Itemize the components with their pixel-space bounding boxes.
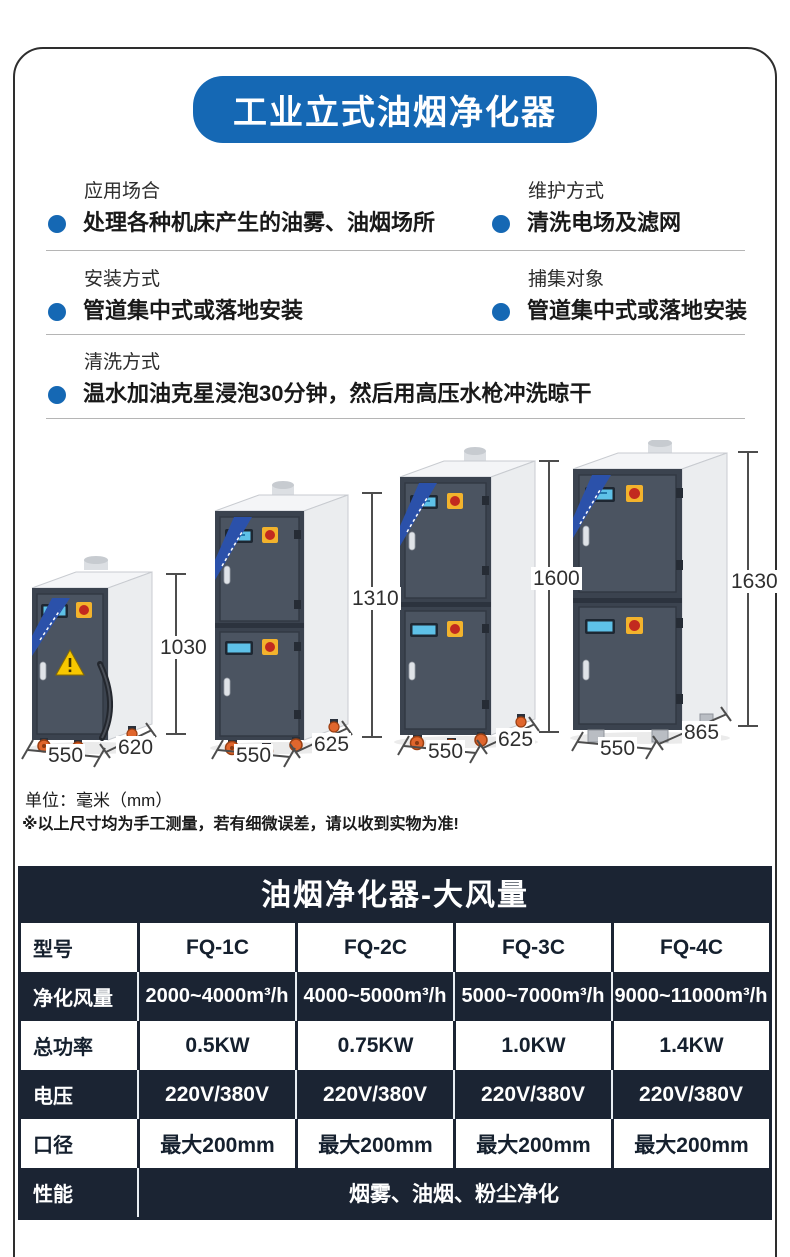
dim-width-3: 550 (426, 740, 466, 764)
feature-text: 处理各种机床产生的油雾、油烟场所 (83, 210, 436, 235)
dim-height-4: 1630 (729, 570, 780, 594)
bullet-dot (48, 303, 66, 321)
table-row-diameter: 口径 最大200mm 最大200mm 最大200mm 最大200mm (21, 1119, 769, 1168)
spec-table-title: 油烟净化器-大风量 (21, 869, 769, 923)
cell: 220V/380V (453, 1070, 611, 1119)
divider (46, 334, 745, 335)
dim-width-1: 550 (46, 744, 86, 768)
feature-installation: 安装方式 管道集中式或落地安装 (48, 264, 303, 324)
table-row-power: 总功率 0.5KW 0.75KW 1.0KW 1.4KW (21, 1021, 769, 1070)
unit-note: 单位：毫米（mm） (25, 791, 173, 810)
cell: 4000~5000m³/h (295, 972, 453, 1021)
dim-depth-2: 625 (312, 733, 352, 757)
dim-height-1: 1030 (158, 636, 209, 660)
cell: FQ-4C (611, 923, 769, 972)
table-row-performance: 性能 烟雾、油烟、粉尘净化 (21, 1168, 769, 1217)
feature-text: 清洗电场及滤网 (527, 210, 682, 235)
feature-heading: 清洗方式 (84, 352, 161, 373)
cell: 220V/380V (611, 1070, 769, 1119)
cell: 5000~7000m³/h (453, 972, 611, 1021)
page-title: 工业立式油烟净化器 (193, 76, 597, 143)
feature-heading: 捕集对象 (528, 269, 605, 290)
dim-depth-1: 620 (116, 736, 156, 760)
dim-depth-3: 625 (496, 728, 536, 752)
dim-height-2: 1310 (350, 587, 401, 611)
cell: 220V/380V (295, 1070, 453, 1119)
feature-text: 管道集中式或落地安装 (83, 298, 304, 323)
spec-table: 油烟净化器-大风量 型号 FQ-1C FQ-2C FQ-3C FQ-4C 净化风… (18, 866, 772, 1220)
row-label: 电压 (33, 1086, 73, 1108)
cell: 0.5KW (137, 1021, 295, 1070)
cell: 0.75KW (295, 1021, 453, 1070)
machine-illustration-1 (31, 556, 153, 755)
row-label: 总功率 (33, 1037, 93, 1059)
cell: 最大200mm (611, 1119, 769, 1168)
cell: 1.4KW (611, 1021, 769, 1070)
cell: 2000~4000m³/h (137, 972, 295, 1021)
feature-application: 应用场合 处理各种机床产生的油雾、油烟场所 (48, 176, 435, 236)
cell: 1.0KW (453, 1021, 611, 1070)
bullet-dot (48, 386, 66, 404)
measurement-disclaimer: ※以上尺寸均为手工测量，若有细微误差，请以收到实物为准! (22, 816, 459, 833)
feature-heading: 安装方式 (84, 269, 161, 290)
cell: 220V/380V (137, 1070, 295, 1119)
card-border (13, 47, 777, 1257)
row-label: 性能 (33, 1184, 73, 1206)
table-row-voltage: 电压 220V/380V 220V/380V 220V/380V 220V/38… (21, 1070, 769, 1119)
cell: 9000~11000m³/h (611, 972, 769, 1021)
table-row-model: 型号 FQ-1C FQ-2C FQ-3C FQ-4C (21, 923, 769, 972)
cell: FQ-1C (137, 923, 295, 972)
cell: 最大200mm (295, 1119, 453, 1168)
cell: FQ-2C (295, 923, 453, 972)
bullet-dot (492, 215, 510, 233)
feature-heading: 应用场合 (84, 181, 161, 202)
feature-text: 管道集中式或落地安装 (527, 298, 748, 323)
size-figure (21, 440, 758, 768)
dim-width-2: 550 (234, 744, 274, 768)
cell: 最大200mm (453, 1119, 611, 1168)
row-label: 净化风量 (33, 988, 113, 1010)
feature-maintenance: 维护方式 清洗电场及滤网 (492, 176, 681, 236)
divider (46, 418, 745, 419)
row-label: 型号 (33, 939, 73, 961)
machine-illustration-3 (399, 447, 536, 754)
bullet-dot (492, 303, 510, 321)
feature-capture-target: 捕集对象 管道集中式或落地安装 (492, 264, 747, 324)
cell-span: 烟雾、油烟、粉尘净化 (137, 1168, 769, 1217)
feature-text: 温水加油克星浸泡30分钟，然后用高压水枪冲洗晾干 (83, 381, 592, 406)
dim-height-3: 1600 (531, 567, 582, 591)
dim-width-4: 550 (598, 737, 638, 761)
cell: FQ-3C (453, 923, 611, 972)
cell: 最大200mm (137, 1119, 295, 1168)
dim-depth-4: 865 (682, 721, 722, 745)
machine-illustration-2 (214, 481, 349, 759)
table-row-airflow: 净化风量 2000~4000m³/h 4000~5000m³/h 5000~70… (21, 972, 769, 1021)
feature-heading: 维护方式 (528, 181, 605, 202)
divider (46, 250, 745, 251)
feature-cleaning: 清洗方式 温水加油克星浸泡30分钟，然后用高压水枪冲洗晾干 (48, 347, 591, 407)
row-label: 口径 (33, 1135, 73, 1157)
machine-illustration-4 (572, 440, 728, 743)
bullet-dot (48, 215, 66, 233)
